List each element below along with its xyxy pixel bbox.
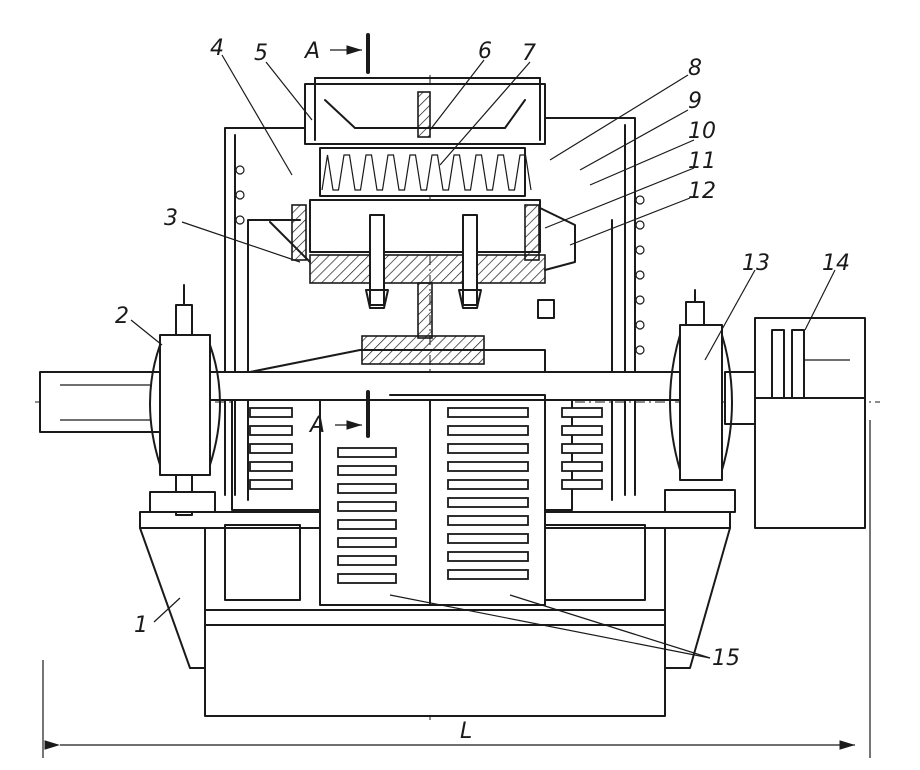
vent-slot bbox=[561, 479, 603, 490]
vent-slot bbox=[337, 573, 397, 584]
vent-slot bbox=[447, 551, 529, 562]
vent-slot bbox=[447, 479, 529, 490]
vent-slot bbox=[561, 425, 603, 436]
vent-slot bbox=[337, 537, 397, 548]
vent-slot bbox=[447, 515, 529, 526]
vent-slot bbox=[561, 407, 603, 418]
callout-7: 7 bbox=[522, 41, 536, 66]
section-label-middle: A bbox=[308, 413, 325, 438]
vent-slot bbox=[337, 447, 397, 458]
vent-slot bbox=[447, 425, 529, 436]
vent-slot bbox=[249, 407, 293, 418]
vent-slot bbox=[337, 519, 397, 530]
section-label-top: A bbox=[303, 39, 320, 64]
vent-slot bbox=[337, 501, 397, 512]
callout-3: 3 bbox=[164, 206, 178, 231]
callout-4: 4 bbox=[210, 36, 224, 61]
housing-walls bbox=[224, 117, 645, 501]
callout-10: 10 bbox=[688, 119, 716, 144]
vent-slot bbox=[249, 461, 293, 472]
vent-slot bbox=[561, 461, 603, 472]
section-mark-top: A bbox=[303, 33, 370, 74]
callout-15: 15 bbox=[712, 646, 740, 671]
vent-slot bbox=[447, 443, 529, 454]
callout-12: 12 bbox=[688, 179, 716, 204]
callout-14: 14 bbox=[822, 251, 850, 276]
coil-winding bbox=[319, 147, 532, 197]
vent-slot bbox=[337, 555, 397, 566]
vent-slot bbox=[561, 443, 603, 454]
right-bearing bbox=[664, 289, 736, 513]
callout-2: 2 bbox=[115, 304, 129, 329]
callout-9: 9 bbox=[688, 89, 702, 114]
left-bearing bbox=[149, 284, 221, 516]
dimension-label: L bbox=[460, 719, 472, 744]
leader-lines bbox=[130, 54, 836, 659]
pole-core bbox=[269, 199, 576, 365]
vent-slot bbox=[447, 497, 529, 508]
section-mark-middle: A bbox=[308, 390, 370, 438]
exciter bbox=[754, 317, 866, 529]
vent-slot bbox=[447, 569, 529, 580]
dimension-line: L bbox=[42, 420, 871, 758]
vent-slot bbox=[337, 465, 397, 476]
vent-slot bbox=[447, 407, 529, 418]
callout-13: 13 bbox=[742, 251, 770, 276]
vent-slot bbox=[249, 479, 293, 490]
callout-6: 6 bbox=[478, 39, 492, 64]
vent-slot bbox=[337, 483, 397, 494]
top-cover bbox=[304, 77, 546, 145]
callout-1: 1 bbox=[134, 613, 148, 638]
vent-slot bbox=[249, 425, 293, 436]
callout-8: 8 bbox=[688, 56, 702, 81]
vent-slot bbox=[447, 533, 529, 544]
vent-slot bbox=[249, 443, 293, 454]
shaft bbox=[39, 349, 786, 433]
callout-11: 11 bbox=[688, 149, 716, 174]
callout-5: 5 bbox=[254, 41, 268, 66]
callout-labels: 1 2 3 4 5 6 7 8 9 10 11 12 13 14 15 bbox=[115, 36, 850, 671]
vent-slot bbox=[447, 461, 529, 472]
